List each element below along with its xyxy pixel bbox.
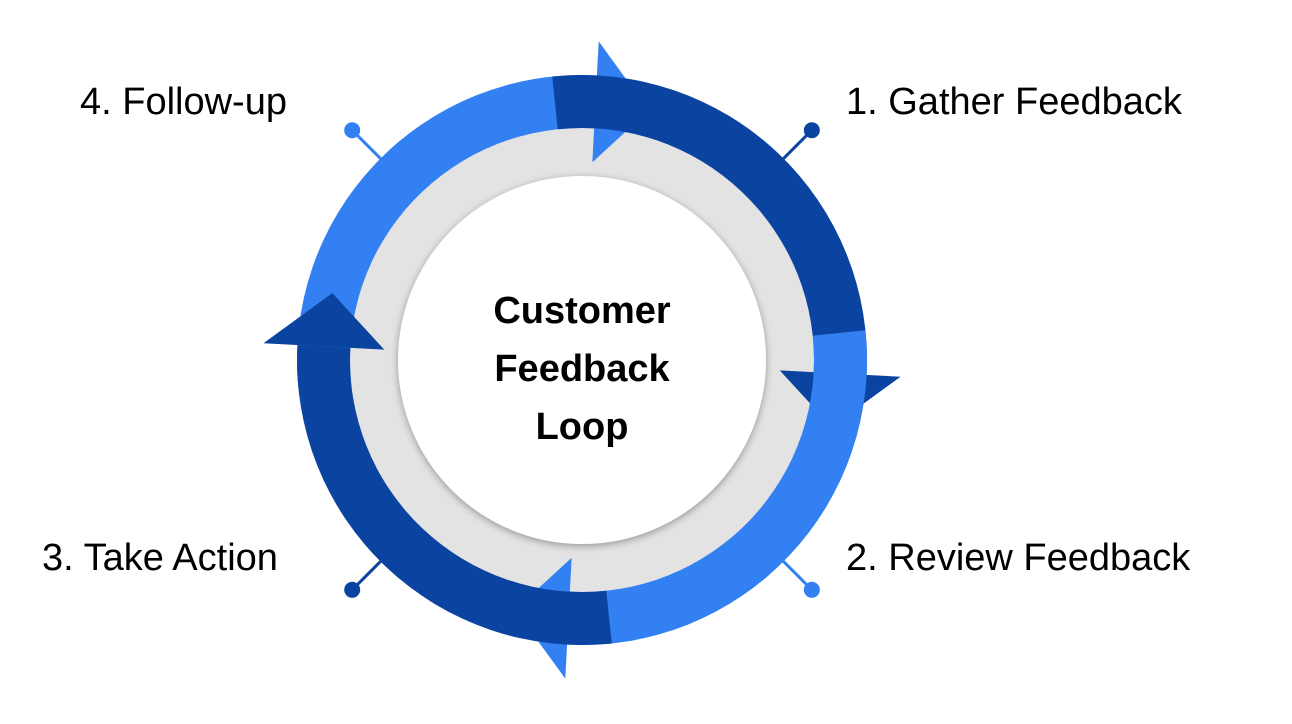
connector-dot-follow-up (344, 122, 361, 139)
center-circle (398, 176, 766, 544)
arrow-up-icon (263, 293, 385, 350)
step-label-gather-feedback: 1. Gather Feedback (846, 81, 1182, 123)
center-title: Customer Feedback Loop (432, 282, 732, 456)
connector-dot-take-action (344, 581, 361, 598)
connector-dot-gather-feedback (803, 122, 820, 139)
center-title-line-3: Loop (535, 406, 629, 448)
connector-dot-review-feedback (803, 581, 820, 598)
step-label-take-action: 3. Take Action (42, 537, 278, 579)
center-title-line-2: Feedback (494, 348, 670, 390)
segment-take-action (297, 345, 612, 645)
step-label-review-feedback: 2. Review Feedback (846, 537, 1191, 579)
step-label-follow-up: 4. Follow-up (80, 81, 287, 123)
center-title-line-1: Customer (493, 290, 671, 332)
